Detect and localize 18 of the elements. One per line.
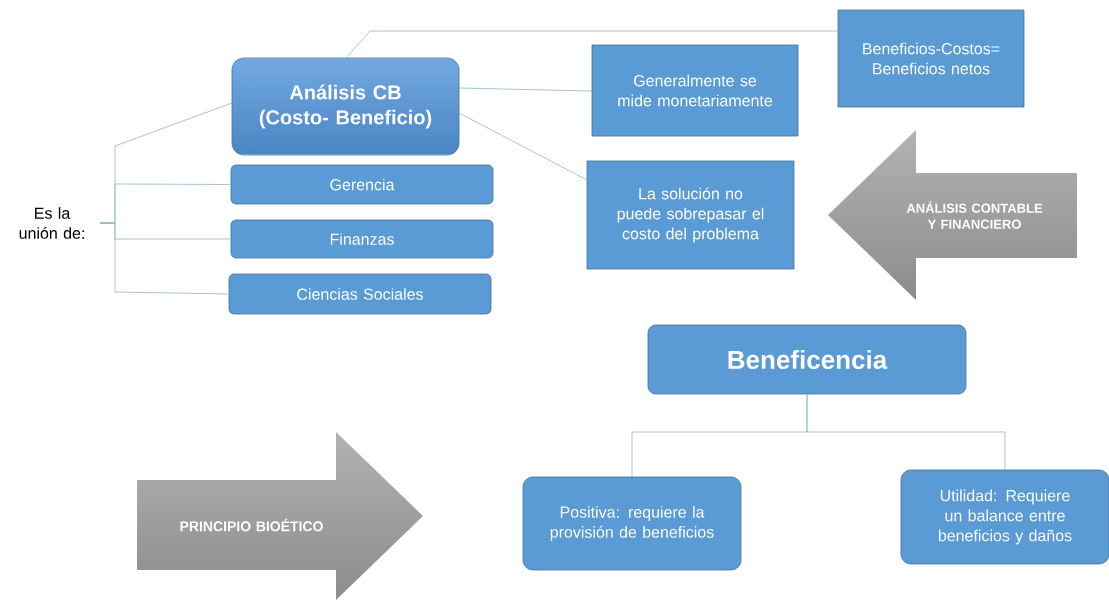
connector-line (99, 222, 229, 295)
process-box: Gerencia (230, 164, 494, 205)
process-box: Utilidad: Requiere un balance entre beneficios y daños (900, 469, 1109, 565)
process-box: Positiva: requiere la provisión de beneficios (522, 476, 742, 571)
bracket-label: Es la unión de: (19, 207, 84, 239)
process-box: Finanzas (230, 219, 494, 259)
connector-line (458, 112, 588, 181)
block-arrow: ANÁLISIS CONTABLE Y FINANCIERO (906, 201, 1043, 229)
process-box: Ciencias Sociales (228, 273, 492, 315)
block-arrow: PRINCIPIO BIOÉTICO (180, 518, 323, 532)
process-box: Beneficencia (647, 324, 967, 395)
process-box: La solución no puede sobrepasar el costo del problema (586, 160, 795, 270)
connector-line (806, 394, 1006, 470)
process-box: Generalmente se mide monetariamente (591, 44, 799, 137)
connector-line (345, 30, 839, 59)
process-box: Análisis CB (Costo- Beneficio) (231, 57, 460, 156)
connector-line (458, 87, 593, 92)
process-box: Beneficios-Costos= Beneficios netos (837, 9, 1025, 108)
